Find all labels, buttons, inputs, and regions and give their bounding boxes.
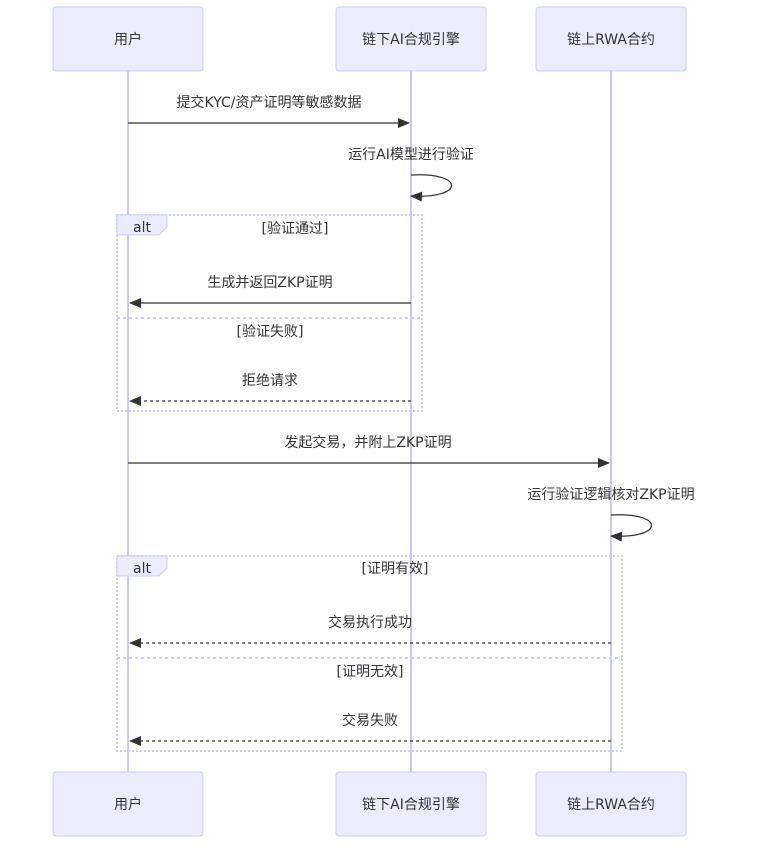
actor-box [535,771,687,837]
message-label: 交易执行成功 [328,614,412,631]
message-arrow [610,514,653,542]
alt-block-1: alt [验证通过] [验证失败] [116,214,423,412]
message-5: 发起交易，并附上ZKP证明 [128,434,610,468]
message-3: 生成并返回ZKP证明 [129,275,411,308]
message-label: 运行AI模型进行验证 [348,147,474,163]
alt-keyword: alt [133,220,151,236]
alt-block-2: alt [证明有效] [证明无效] [116,555,623,752]
actor-label: 用户 [114,31,142,48]
actor-box [52,6,204,72]
alt-tab [116,555,168,577]
alt-condition-1: [验证通过] [262,221,329,237]
actor-label: 链上RWA合约 [567,32,655,48]
actor-label: 链下AI合规引擎 [362,32,460,48]
actor-contract-top[interactable]: 链上RWA合约 [535,6,687,72]
alt-frame [116,214,423,412]
alt-keyword: alt [133,561,151,577]
message-1: 提交KYC/资产证明等敏感数据 [128,94,410,128]
alt-condition-2: [证明无效] [337,664,404,680]
alt-frame [116,555,623,752]
message-7: 交易执行成功 [129,614,611,648]
message-label: 运行验证逻辑核对ZKP证明 [527,487,694,503]
message-label: 提交KYC/资产证明等敏感数据 [177,94,362,111]
alt-tab [116,214,168,236]
message-label: 生成并返回ZKP证明 [207,275,332,291]
actor-label: 用户 [114,796,142,813]
alt-condition-1: [证明有效] [362,561,429,577]
message-8: 交易失败 [129,712,611,746]
actor-box [535,6,687,72]
actor-box [335,771,487,837]
message-label: 拒绝请求 [242,373,298,389]
actor-label: 链上RWA合约 [567,797,655,813]
message-label: 发起交易，并附上ZKP证明 [284,434,451,451]
actor-user-top[interactable]: 用户 [52,6,204,72]
actor-engine-top[interactable]: 链下AI合规引擎 [335,6,487,72]
actor-box [52,771,204,837]
actor-engine-bottom[interactable]: 链下AI合规引擎 [335,771,487,837]
message-2: 运行AI模型进行验证 [348,147,474,202]
message-label: 交易失败 [342,712,398,729]
actor-label: 链下AI合规引擎 [362,797,460,813]
message-6: 运行验证逻辑核对ZKP证明 [527,487,695,542]
actor-contract-bottom[interactable]: 链上RWA合约 [535,771,687,837]
message-arrow [410,174,453,202]
message-4: 拒绝请求 [129,373,411,406]
actor-user-bottom[interactable]: 用户 [52,771,204,837]
actor-box [335,6,487,72]
alt-condition-2: [验证失败] [237,324,304,340]
